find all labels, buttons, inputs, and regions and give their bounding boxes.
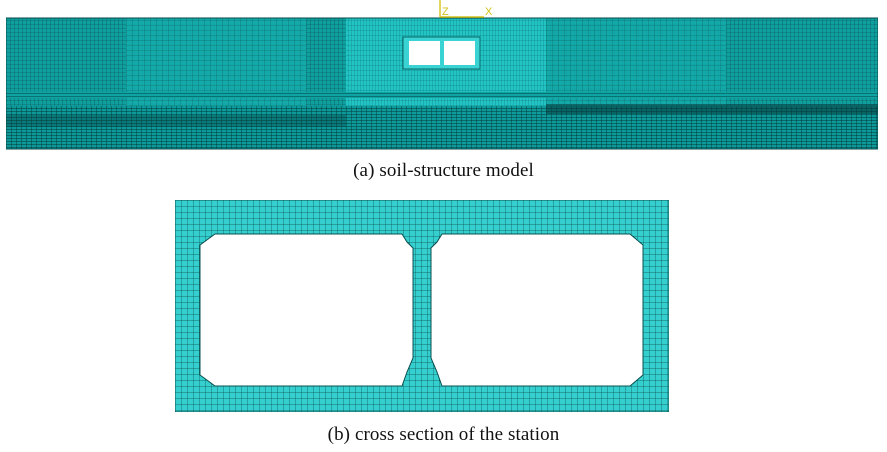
axis-label-x: X [485,6,493,18]
caption-soil-structure-model: (a) soil-structure model [353,160,534,181]
coordinate-axis: Z X [439,0,493,18]
caption-station-cross-section: (b) cross section of the station [327,424,560,445]
station-section-mesh [175,200,669,412]
axis-label-z: Z [442,6,449,18]
station-structure [402,36,481,70]
station-cross-section-diagram [175,200,669,412]
soil-structure-model-diagram: Z X [6,0,878,150]
